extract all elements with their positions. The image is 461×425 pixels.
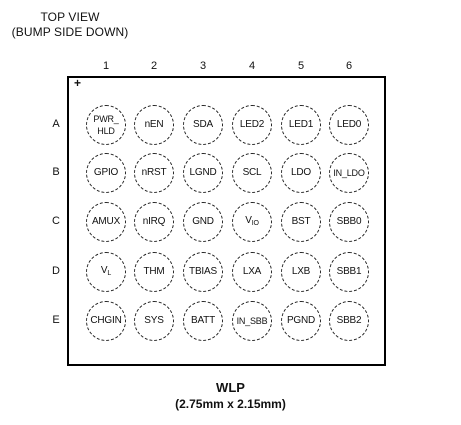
bump-label: SYS [144,315,164,326]
row-label: E [52,314,60,326]
bump-label: SBB2 [336,315,362,326]
bump-ball: GPIO [86,153,126,193]
bump-ball: LED2 [232,105,272,145]
bump-ball: SBB0 [329,202,369,242]
bump-ball: CHGIN [86,301,126,341]
bump-label: nRST [141,167,167,178]
bump-ball: LDO [281,153,321,193]
bump-ball: LED0 [329,105,369,145]
bump-ball: nEN [134,105,174,145]
bump-ball: THM [134,252,174,292]
bump-label: IN_LDO [333,168,365,178]
bump-label: AMUX [91,216,121,227]
bump-label: GND [192,216,214,227]
bump-label: IN_SBB [236,316,268,326]
bump-label: LED1 [288,119,314,130]
bump-ball: nRST [134,153,174,193]
bump-label: GPIO [93,167,119,178]
package-dimensions: (2.75mm x 2.15mm) [175,397,286,411]
row-label: B [52,166,60,178]
bump-label: SBB1 [336,266,362,277]
bump-ball: SDA [183,105,223,145]
package-name: WLP [216,380,245,395]
bump-ball: SYS [134,301,174,341]
bump-label: nEN [144,119,164,130]
bump-label: LXA [242,266,262,277]
column-label: 5 [297,60,305,72]
column-label: 6 [345,60,353,72]
bump-label: BATT [190,315,215,326]
bump-ball: nIRQ [134,202,174,242]
bump-ball: LXB [281,252,321,292]
row-label: A [52,118,60,130]
bump-label: VIO [245,214,259,227]
bump-ball: LXA [232,252,272,292]
package-outline [67,76,386,366]
bump-ball: SCL [232,153,272,193]
bump-ball: SBB2 [329,301,369,341]
pin1-marker: + [74,76,82,90]
column-label: 4 [248,60,256,72]
bump-ball: GND [183,202,223,242]
view-title: TOP VIEW (BUMP SIDE DOWN) [0,10,140,40]
row-label: D [52,265,60,277]
bump-ball: IN_SBB [232,301,272,341]
bump-label: TBIAS [189,266,217,277]
bump-label: CHGIN [90,315,122,326]
bump-ball: PGND [281,301,321,341]
view-title-line1: TOP VIEW [40,10,100,24]
column-label: 2 [150,60,158,72]
bump-ball: BATT [183,301,223,341]
bump-ball: LGND [183,153,223,193]
bump-label: VL [100,264,112,277]
column-label: 1 [102,60,110,72]
bump-label: LGND [189,167,217,178]
bump-label: PGND [286,315,316,326]
bump-label: SDA [193,119,213,130]
view-title-line2: (BUMP SIDE DOWN) [11,25,129,39]
bump-label: LED2 [239,119,265,130]
bump-ball: AMUX [86,202,126,242]
bump-ball: VL [86,252,126,292]
bump-label: SBB0 [336,216,362,227]
bump-label: THM [143,266,165,277]
bump-ball: TBIAS [183,252,223,292]
bump-ball: BST [281,202,321,242]
column-label: 3 [199,60,207,72]
bump-label: BST [291,216,311,227]
bump-label: SCL [242,167,262,178]
bump-label: LXB [291,266,311,277]
row-label: C [52,215,60,227]
bump-ball: SBB1 [329,252,369,292]
bump-label: LED0 [336,119,362,130]
bump-label: LDO [291,167,311,178]
bump-ball: LED1 [281,105,321,145]
bump-label: nIRQ [142,216,166,227]
bump-label: PWR_ HLD [93,114,119,136]
bump-ball: VIO [232,202,272,242]
bump-ball: IN_LDO [329,153,369,193]
bump-ball: PWR_ HLD [86,105,126,145]
